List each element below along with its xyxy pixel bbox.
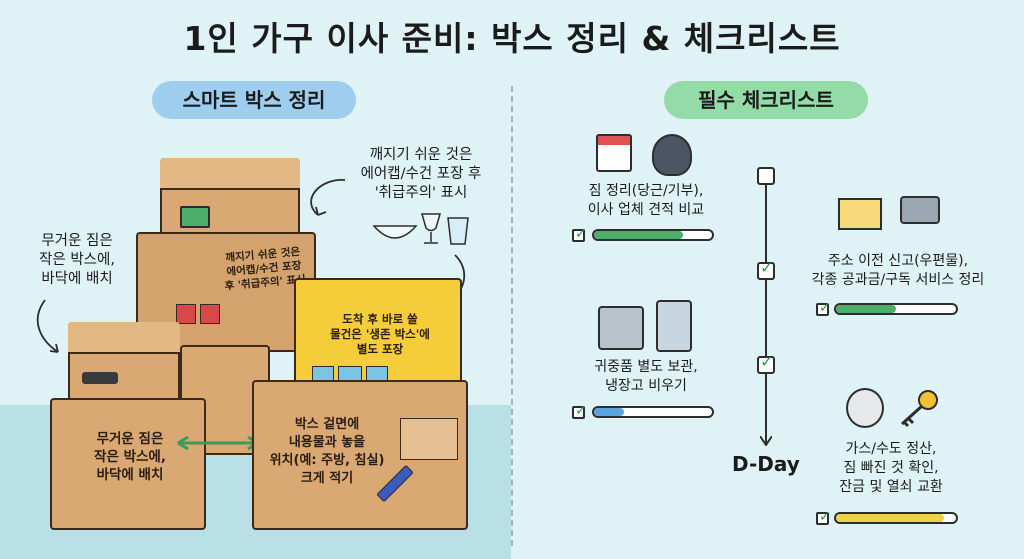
left-decoration-layer [36, 179, 469, 353]
curved-arrow-icon [310, 179, 346, 216]
progress-fill [594, 231, 683, 239]
envelope-icon [838, 198, 882, 230]
checklist-item-4-checkbox[interactable]: ✓ [816, 509, 831, 525]
timeline-step-3: ✓ [757, 352, 775, 374]
progress-fill [836, 514, 944, 522]
section-header-box-organizing: 스마트 박스 정리 [152, 81, 356, 119]
timeline-step-1 [757, 167, 775, 185]
checklist-item-4-progress [834, 512, 958, 524]
box-dumbbell [68, 322, 180, 410]
timeline-step-2: ✓ [757, 258, 775, 280]
checklist-item-3-text: 귀중품 별도 보관, 냉장고 비우기 [594, 359, 698, 394]
box-label-tip: 박스 겉면에 내용물과 놓을 위치(예: 주방, 침실) 크게 적기 [252, 380, 468, 530]
progress-fill [594, 408, 624, 416]
note-fragile: 깨지기 쉬운 것은 에어캡/수건 포장 후 '취급주의' 표시 [360, 147, 482, 201]
bowl-icon [372, 225, 418, 239]
box-essentials-label: 도착 후 바로 쓸 물건은 '생존 박스'에 별도 포장 [330, 312, 430, 356]
section-header-checklist: 필수 체크리스트 [664, 81, 868, 119]
wine-glass-icon [421, 213, 441, 244]
calendar-icon [596, 134, 632, 172]
gauge-icon [846, 388, 884, 428]
note-heavy: 무거운 짐은 작은 박스에, 바닥에 배치 [39, 233, 115, 287]
box-heavy-label: 무거운 짐은 작은 박스에, 바닥에 배치 [94, 431, 166, 483]
progress-fill [836, 305, 896, 313]
box-label-tip-text: 박스 겉면에 내용물과 놓을 위치(예: 주방, 침실) 크게 적기 [269, 417, 385, 486]
umbrella-icon [176, 304, 196, 324]
double-arrow-icon [176, 436, 260, 450]
checklist-item-3-checkbox[interactable]: ✓ [572, 403, 587, 419]
safe-icon [598, 306, 644, 350]
hands-care-icon [200, 304, 220, 324]
box-address-label [400, 418, 458, 460]
curved-arrow-icon [36, 299, 59, 353]
cup-icon [447, 217, 469, 245]
checklist-item-2-text: 주소 이전 신고(우편물), 각종 공과금/구독 서비스 정리 [811, 253, 985, 288]
trash-bag-icon [652, 134, 692, 176]
checklist-item-1-checkbox[interactable]: ✓ [572, 226, 587, 242]
key-icon [896, 388, 940, 428]
timeline-arrow-icon [760, 436, 772, 446]
section-divider [511, 86, 513, 546]
box-heavy: 무거운 짐은 작은 박스에, 바닥에 배치 [50, 398, 206, 530]
checklist-item-3-progress [592, 406, 714, 418]
checklist-item-2-checkbox[interactable]: ✓ [816, 300, 831, 316]
page-title: 1인 가구 이사 준비: 박스 정리 & 체크리스트 [183, 19, 841, 58]
checklist-item-1-text: 짐 정리(당근/기부), 이사 업체 견적 비교 [587, 183, 705, 218]
water-tap-icon [900, 196, 940, 224]
checklist-item-4-text: 가스/수도 정산, 짐 빠진 것 확인, 잔금 및 열쇠 교환 [839, 441, 943, 495]
timeline-end-label: D-Day [732, 452, 800, 476]
refrigerator-icon [656, 300, 692, 352]
checklist-item-2-progress [834, 303, 958, 315]
book-icon [180, 206, 210, 228]
box-fragile: 깨지기 쉬운 것은 에어캡/수건 포장 후 '취급주의' 표시 [136, 232, 316, 352]
checklist-item-1-progress [592, 229, 714, 241]
timeline-line [765, 176, 767, 444]
dumbbell-icon [82, 372, 118, 384]
box-books [160, 158, 300, 246]
